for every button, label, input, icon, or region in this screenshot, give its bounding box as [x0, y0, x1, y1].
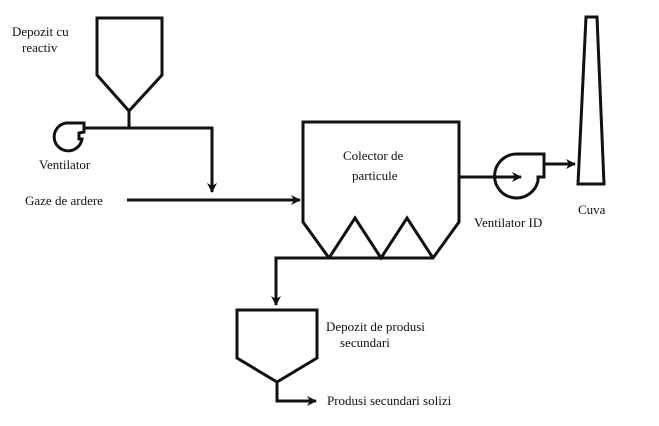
- reagent-silo: [95, 16, 164, 114]
- reagent-feed-line: [84, 126, 217, 193]
- ash-discharge-line: [271, 256, 329, 306]
- byproduct-silo-label-2: secundari: [340, 335, 390, 350]
- id-fan-icon: [493, 152, 546, 200]
- fan-icon: [52, 121, 86, 153]
- reagent-silo-label-2: reactiv: [22, 40, 58, 55]
- collector-label-1: Colector de: [343, 148, 404, 163]
- fan-label: Ventilator: [39, 157, 91, 172]
- collector-label-2: particule: [352, 168, 398, 183]
- reagent-silo-label-1: Depozit cu: [12, 24, 69, 39]
- flue-gas-label: Gaze de ardere: [25, 193, 103, 208]
- stack-icon: [576, 15, 606, 186]
- stack-label: Cuva: [578, 202, 606, 217]
- solid-byproducts-label: Produsi secundari solizi: [327, 393, 452, 408]
- byproduct-silo-label-1: Depozit de produsi: [326, 319, 425, 334]
- byproduct-silo: [235, 308, 319, 384]
- id-fan-label: Ventilator ID: [474, 215, 542, 230]
- solid-byproducts-line: [275, 382, 317, 406]
- particle-collector: [301, 120, 461, 261]
